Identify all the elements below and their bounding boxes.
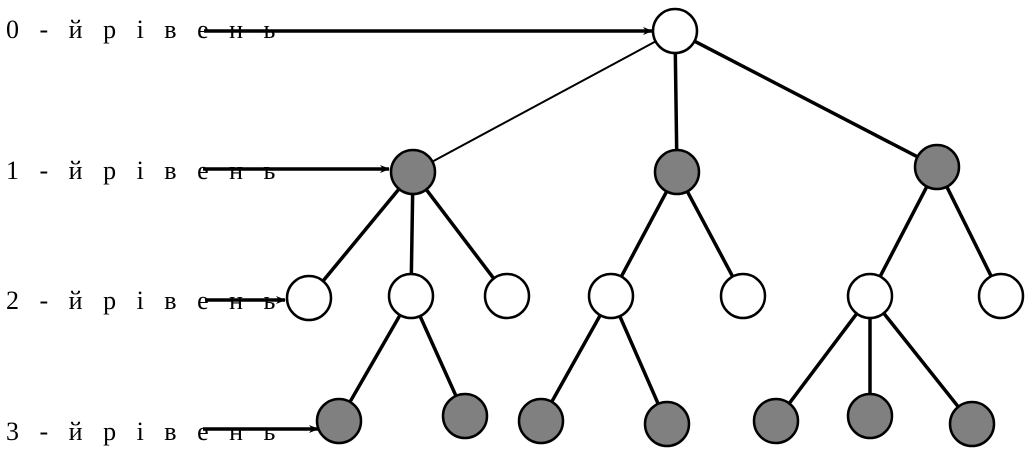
node-n3f-level-3 [846, 392, 894, 440]
node-n3e-level-3 [752, 397, 800, 445]
edge-n0-n1c [693, 39, 919, 159]
edge-n1a-n2b [409, 193, 415, 275]
node-n2d-level-2 [587, 272, 635, 320]
edge-n1a-n2a [321, 187, 401, 283]
edge-n2d-n3c [550, 314, 602, 403]
node-n3a-level-3 [315, 397, 363, 445]
edge-n1c-n2g [945, 185, 993, 278]
edge-n2b-n3b [418, 315, 458, 397]
edge-n1b-n2e [685, 190, 735, 278]
node-n2b-level-2 [387, 272, 435, 320]
node-n2g-level-2 [977, 272, 1025, 320]
edge-n2f-n3e [787, 312, 859, 405]
edge-n1a-n2c [424, 188, 496, 280]
node-n1c-level-1 [913, 143, 961, 191]
node-n2e-level-2 [719, 272, 767, 320]
edge-n2f-n3g [882, 312, 960, 408]
level-arrows [203, 27, 653, 433]
node-n1a-level-1 [389, 148, 437, 196]
level-3-label: 3 - й р і в е н ь [6, 417, 282, 446]
edge-n2b-n3a [348, 314, 402, 403]
node-n2a-level-2 [285, 274, 333, 322]
tree-nodes [285, 7, 1025, 448]
edge-n0-n1b [673, 52, 679, 151]
edge-n2d-n3d [618, 315, 660, 405]
edge-n1c-n2f [878, 185, 929, 278]
tree-edges [321, 39, 993, 408]
edge-n1b-n2d [619, 190, 669, 278]
node-n3d-level-3 [643, 400, 691, 448]
node-n1b-level-1 [653, 148, 701, 196]
node-n3b-level-3 [441, 392, 489, 440]
node-n3c-level-3 [517, 397, 565, 445]
node-n3g-level-3 [948, 400, 996, 448]
edge-n0-n1a [431, 40, 657, 163]
node-n2f-level-2 [846, 272, 894, 320]
node-n2c-level-2 [483, 272, 531, 320]
node-n0-level-0 [651, 7, 699, 55]
